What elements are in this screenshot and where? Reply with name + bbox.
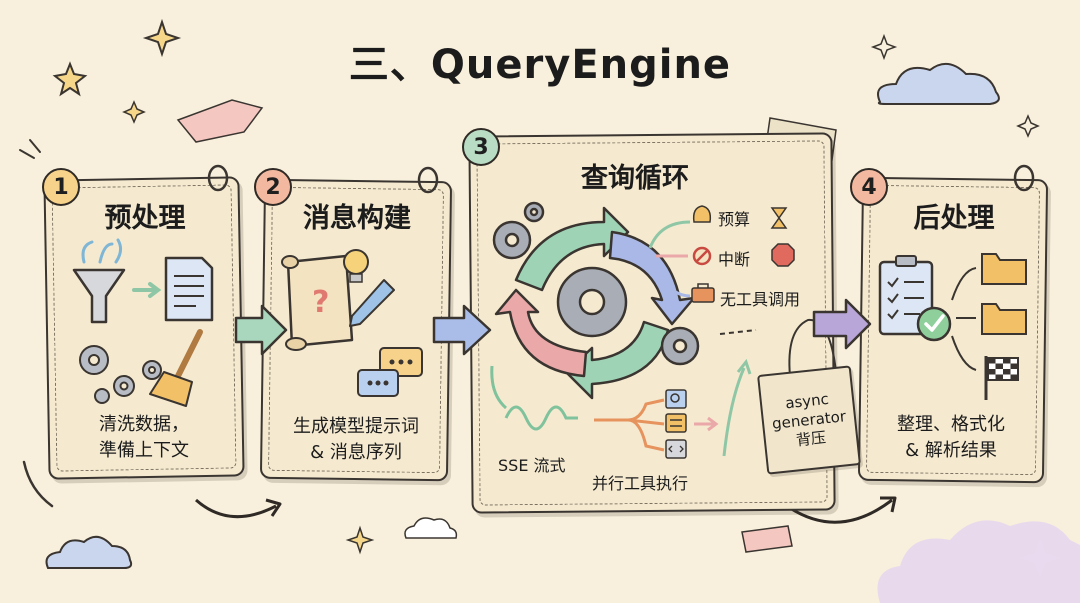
arrow-right-icon [132, 282, 162, 298]
money-bag-icon [692, 205, 712, 223]
folder-icon [981, 253, 1027, 335]
stop-sign-icon [771, 243, 795, 267]
step-caption: 清洗数据， 準備上下文 [56, 412, 232, 464]
question-mark-icon: ? [312, 285, 329, 320]
star-icon [870, 33, 898, 61]
flow-arrow-1-2 [234, 304, 288, 356]
stop-icon [692, 246, 712, 266]
cloud-icon [45, 535, 133, 569]
lightbulb-icon [343, 249, 369, 283]
paper-strip [741, 525, 793, 553]
star-icon [122, 100, 146, 124]
step-title: 消息构建 [303, 203, 411, 234]
step-caption-line: 生成模型提示词 [293, 416, 419, 437]
check-circle-icon [916, 306, 952, 342]
funnel-icon [72, 238, 126, 324]
flow-arrow-2-3 [432, 304, 492, 356]
step-number-badge: 1 [42, 168, 80, 206]
loop-arrow-green [514, 206, 630, 292]
broom-icon [149, 329, 203, 407]
step-number-badge: 3 [462, 128, 500, 166]
page-title: 三、QueryEngine [348, 42, 732, 88]
toolbox-icon [691, 283, 715, 303]
loop-arrow-red [494, 288, 588, 378]
exit-label-no-tool-call: 无工具调用 [720, 290, 801, 309]
flow-arrow-3-4 [812, 298, 872, 350]
step-number-badge: 2 [254, 168, 292, 206]
star-icon [1016, 114, 1040, 138]
tag-string [788, 318, 837, 377]
document-icon [164, 256, 214, 322]
sse-stream-label: SSE 流式 [498, 456, 566, 475]
scroll-icon [281, 254, 354, 351]
exit-label-budget: 预算 [718, 210, 751, 229]
parallel-tools-label: 并行工具执行 [592, 474, 689, 493]
step-caption-line: 準備上下文 [99, 440, 189, 461]
tag-line: 背压 [795, 427, 827, 449]
search-tool-icon [665, 389, 687, 409]
paper-strip [176, 99, 264, 143]
loop-arrow-blue [608, 230, 696, 326]
chat-bubbles-icon [357, 347, 423, 397]
exit-label-interrupt: 中断 [718, 250, 751, 269]
step-title: 查询循环 [581, 163, 689, 194]
clip-icon [207, 164, 1035, 194]
cloud-icon [877, 520, 1080, 603]
star-icon [142, 18, 182, 58]
step-caption: 生成模型提示词 & 消息序列 [268, 414, 444, 466]
step-caption-line: & 消息序列 [310, 442, 402, 463]
step-caption-line: & 解析结果 [905, 440, 997, 461]
step-title: 后处理 [913, 203, 995, 234]
step-number-badge: 4 [850, 168, 888, 206]
star-icon [52, 61, 88, 97]
parallel-fan [594, 398, 665, 452]
cloud-icon [877, 63, 1000, 105]
step-caption-line: 清洗数据， [99, 414, 189, 435]
star-icon [345, 525, 375, 555]
finish-flag-icon [984, 356, 1019, 400]
gear-icon [492, 201, 700, 366]
cloud-icon [404, 517, 458, 539]
pencil-icon [349, 279, 395, 327]
step-caption-line: 整理、格式化 [897, 414, 1005, 435]
sse-wave [504, 405, 578, 431]
code-icon [665, 439, 687, 459]
async-generator-tag: async generator 背压 [757, 365, 861, 475]
step-caption: 整理、格式化 & 解析结果 [866, 412, 1036, 464]
loop-arrow-green-bottom [564, 320, 670, 400]
step-title: 预处理 [104, 203, 186, 234]
hourglass-icon [770, 207, 788, 229]
calculator-icon [665, 413, 687, 433]
gear-icon [79, 345, 162, 404]
